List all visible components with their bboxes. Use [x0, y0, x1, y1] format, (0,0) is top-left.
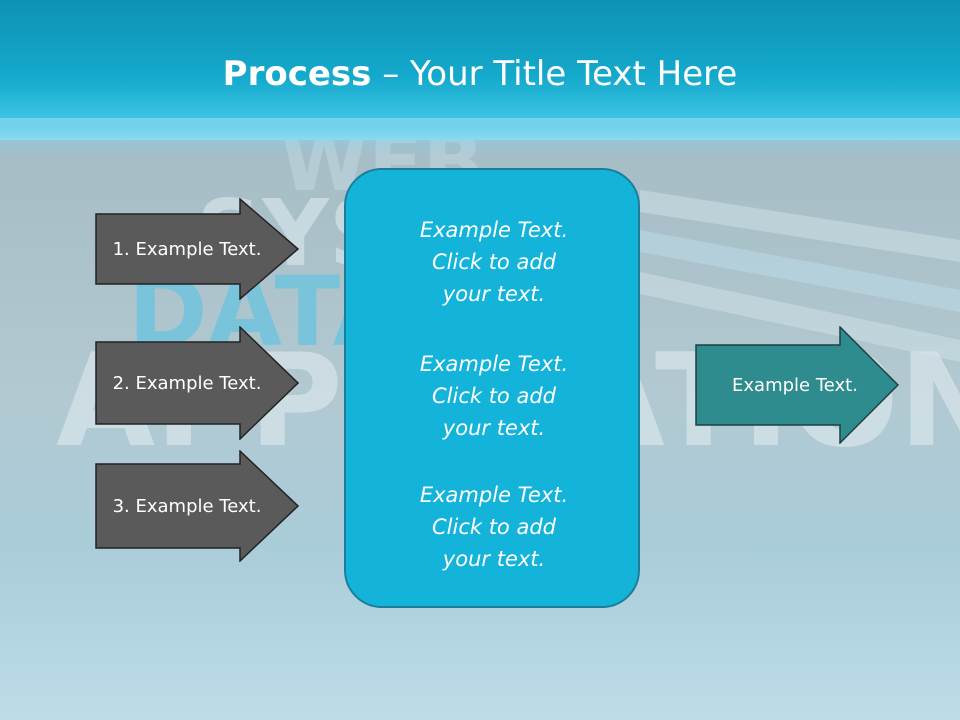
center-item-line: Click to add: [431, 515, 556, 539]
title-separator: –: [371, 54, 411, 94]
center-item-line: Click to add: [431, 384, 556, 408]
center-item-line: Example Text.: [419, 352, 569, 376]
step-label-2: 2. Example Text.: [112, 372, 262, 394]
background-stripes: [640, 190, 960, 362]
arrow-shape: [695, 326, 899, 444]
center-item-line: Example Text.: [419, 483, 569, 507]
center-item-line: your text.: [442, 416, 546, 440]
arrow-shape: [95, 326, 299, 440]
step-arrow-2[interactable]: 2. Example Text.: [95, 326, 299, 440]
slide-title: Process – Your Title Text Here: [0, 52, 960, 96]
center-text-item-2[interactable]: Example Text. Click to add your text.: [346, 348, 642, 444]
center-text-box[interactable]: Example Text. Click to add your text. Ex…: [344, 168, 640, 608]
step-arrow-1[interactable]: 1. Example Text.: [95, 198, 299, 300]
center-item-line: Click to add: [431, 250, 556, 274]
center-item-line: Example Text.: [419, 218, 569, 242]
title-bold-part: Process: [222, 54, 372, 94]
step-label-3: 3. Example Text.: [112, 495, 262, 517]
title-band: [0, 0, 960, 158]
step-arrow-3[interactable]: 3. Example Text.: [95, 450, 299, 562]
center-item-line: your text.: [442, 547, 546, 571]
output-label: Example Text.: [732, 374, 858, 396]
title-rest: Your Title Text Here: [410, 54, 738, 94]
center-item-line: your text.: [442, 282, 546, 306]
center-text-item-3[interactable]: Example Text. Click to add your text.: [346, 479, 642, 575]
arrow-shape: [95, 450, 299, 562]
output-arrow[interactable]: Example Text.: [695, 326, 899, 444]
center-text-item-1[interactable]: Example Text. Click to add your text.: [346, 214, 642, 310]
step-label-1: 1. Example Text.: [112, 238, 262, 260]
arrow-shape: [95, 198, 299, 300]
